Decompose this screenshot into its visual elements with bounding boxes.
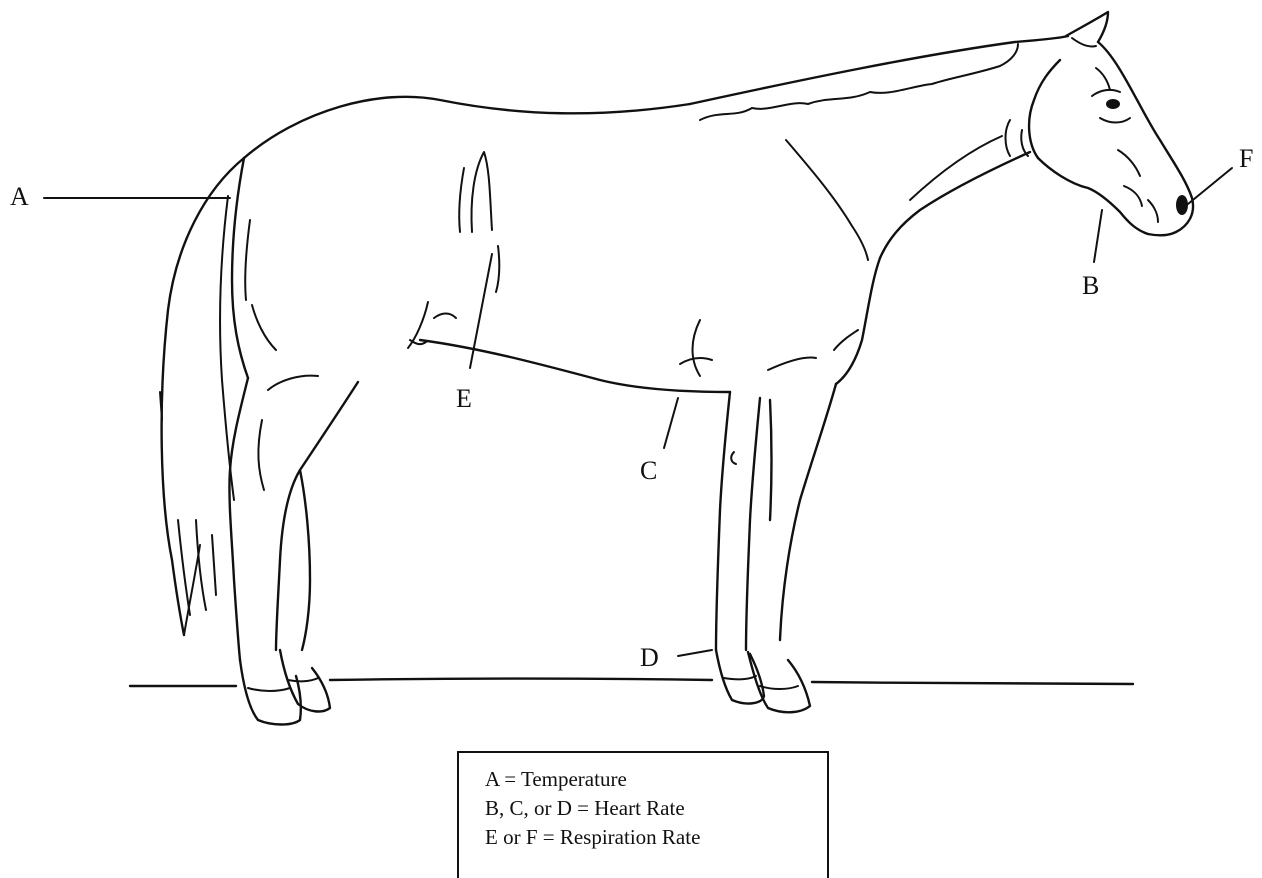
- legend-box: A = Temperature B, C, or D = Heart Rate …: [457, 751, 829, 878]
- label-c: C: [640, 456, 657, 485]
- horse-body-details: [245, 136, 1002, 376]
- nostril-icon: [1176, 195, 1188, 215]
- point-labels: A B C D E F: [10, 144, 1253, 672]
- leader-d: [678, 650, 712, 656]
- label-d: D: [640, 643, 659, 672]
- label-f: F: [1239, 144, 1253, 173]
- eye-icon: [1106, 99, 1120, 109]
- leader-c: [664, 398, 678, 448]
- legend-row-respiration-rate: E or F = Respiration Rate: [485, 823, 827, 852]
- leader-b: [1094, 210, 1102, 262]
- horse-body: [232, 12, 1193, 392]
- leader-f: [1188, 168, 1232, 204]
- label-e: E: [456, 384, 472, 413]
- horse-hind-legs: [229, 376, 358, 725]
- horse-tail: [160, 158, 244, 635]
- label-a: A: [10, 182, 29, 211]
- leader-lines: [44, 168, 1232, 656]
- ground-line: [130, 679, 1133, 687]
- horse-front-legs: [716, 384, 836, 712]
- legend-row-heart-rate: B, C, or D = Heart Rate: [485, 794, 827, 823]
- label-b: B: [1082, 271, 1099, 300]
- legend-row-temperature: A = Temperature: [485, 765, 827, 794]
